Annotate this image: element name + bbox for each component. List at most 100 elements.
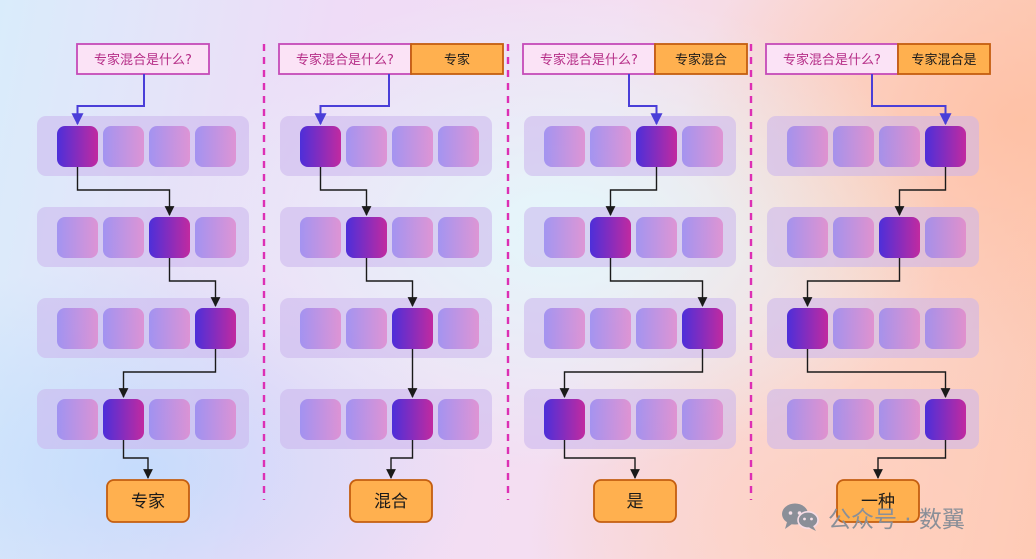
expert-block [590,126,631,167]
generated-tokens-frame [410,43,504,75]
active-expert [636,126,677,167]
expert-layer-2 [37,207,249,267]
panel-1: 专家混合是什么? 专家 [37,43,249,523]
expert-block [879,308,920,349]
expert-block [682,399,723,440]
generated-tokens-frame [654,43,748,75]
output-arrow [563,440,640,479]
expert-layer-4 [280,389,492,449]
output-token-frame [349,479,433,523]
expert-block [300,399,341,440]
expert-block [103,217,144,258]
output-token-frame [106,479,190,523]
routing-arrow [605,167,658,216]
routing-arrow [319,167,372,216]
active-expert [103,399,144,440]
question-text: 专家混合是什么? [296,52,394,68]
generated-tokens-box: 专家 [410,43,504,75]
expert-layer-3 [524,298,736,358]
expert-block [392,126,433,167]
expert-block [682,126,723,167]
output-arrow [122,440,153,479]
expert-block [149,308,190,349]
watermark-text: 公众号 · 数翼 [828,507,965,533]
query-arrow [628,74,663,126]
active-expert [879,217,920,258]
expert-block [636,217,677,258]
active-expert [57,126,98,167]
expert-block [149,126,190,167]
active-expert [392,308,433,349]
question-text: 专家混合是什么? [94,52,192,68]
expert-block [833,217,874,258]
query-arrow [71,74,145,126]
expert-layer-3 [767,298,979,358]
expert-layer-2 [767,207,979,267]
expert-block [544,217,585,258]
panel-2: 专家混合是什么? 专家混合 [278,43,504,523]
expert-block [879,126,920,167]
expert-block [787,217,828,258]
output-token-box: 专家 [106,479,190,523]
routing-arrow [559,349,704,398]
expert-block [346,308,387,349]
question-box-frame [76,43,210,75]
expert-block [438,217,479,258]
wechat-icon [782,503,819,531]
expert-block [346,126,387,167]
expert-block [636,308,677,349]
expert-block [787,399,828,440]
routing-arrow [76,167,175,216]
expert-block [195,399,236,440]
watermark: 公众号 · 数翼 [780,500,965,534]
routing-arrow [365,258,418,307]
routing-arrow [894,167,947,216]
generated-tokens-box: 专家混合 [654,43,748,75]
routing-arrow [806,349,951,398]
expert-block [682,217,723,258]
expert-block [590,399,631,440]
active-expert [392,399,433,440]
output-arrow [386,440,414,479]
routing-arrow [118,349,217,398]
expert-block [544,126,585,167]
expert-block [392,217,433,258]
generated-tokens-text: 专家混合 [675,52,727,68]
output-token-box: 一种 [836,479,920,523]
expert-block [438,399,479,440]
output-token-box: 混合 [349,479,433,523]
active-expert [925,399,966,440]
generated-tokens-box: 专家混合是 [897,43,991,75]
panel-3: 专家混合是什么? 专家混合是 [522,43,748,523]
routing-arrow [802,258,901,307]
expert-block [544,308,585,349]
expert-layer-4 [37,389,249,449]
expert-block [833,308,874,349]
output-token-frame [593,479,677,523]
expert-block [346,399,387,440]
expert-block [195,126,236,167]
question-box-frame [522,43,656,75]
question-box: 专家混合是什么? [278,43,412,75]
expert-layer-4 [767,389,979,449]
routing-arrow [168,258,221,307]
expert-block [300,308,341,349]
output-token-text: 专家 [131,492,165,512]
expert-layer-2 [280,207,492,267]
active-expert [590,217,631,258]
question-text: 专家混合是什么? [540,52,638,68]
expert-layer-3 [280,298,492,358]
expert-layer-1 [767,116,979,176]
expert-layer-1 [280,116,492,176]
output-token-text: 是 [627,492,644,512]
expert-block [57,399,98,440]
expert-block [787,126,828,167]
expert-block [925,308,966,349]
generated-tokens-frame [897,43,991,75]
output-token-box: 是 [593,479,677,523]
active-expert [925,126,966,167]
expert-block [879,399,920,440]
active-expert [149,217,190,258]
